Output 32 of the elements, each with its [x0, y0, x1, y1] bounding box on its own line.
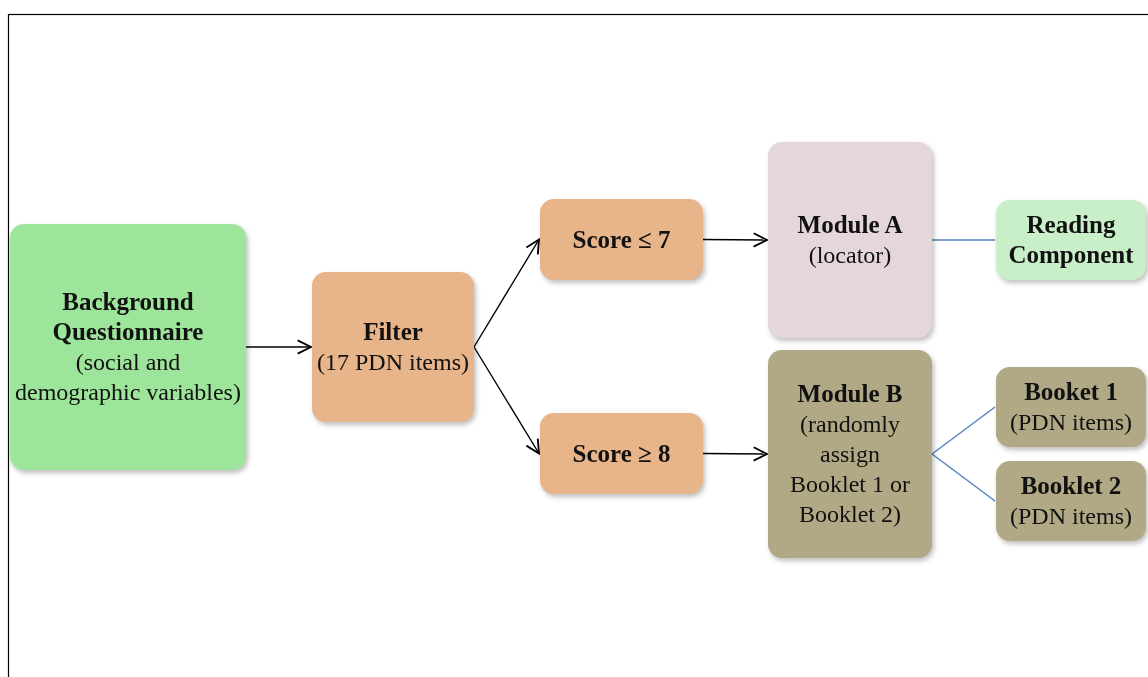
connector-line [931, 453, 996, 502]
node-title: Booklet 2 [1020, 471, 1122, 501]
process-box [312, 272, 474, 422]
node-title: Filter [363, 317, 423, 347]
node-title: Module A [797, 210, 903, 240]
node-title: Background Questionnaire [51, 287, 205, 347]
node-title: Score ≥ 8 [572, 438, 671, 469]
node-description: (randomly assign Booklet 1 or Booklet 2) [789, 410, 911, 529]
node-description: (PDN items) [1010, 408, 1132, 437]
node-title: Module B [797, 379, 903, 409]
process-box [996, 461, 1146, 541]
process-box [996, 367, 1146, 447]
node-title: Booket 1 [1024, 377, 1118, 407]
arrow [473, 346, 540, 455]
node-title: Reading Component [1007, 210, 1135, 270]
module-box [768, 350, 932, 558]
node-description: (social and demographic variables) [14, 348, 242, 407]
node-description: (PDN items) [1010, 502, 1132, 531]
process-box [996, 200, 1146, 280]
connector-line [931, 406, 996, 455]
arrow [245, 339, 312, 355]
node-description: (locator) [808, 241, 892, 270]
process-box [540, 413, 703, 494]
arrow [702, 232, 768, 248]
arrow [473, 238, 540, 348]
node-description: (17 PDN items) [317, 348, 469, 377]
connector-line [931, 239, 996, 241]
process-box [10, 224, 246, 470]
process-box [540, 199, 703, 280]
module-box [768, 142, 932, 338]
node-title: Score ≤ 7 [572, 224, 671, 255]
arrow [702, 446, 768, 462]
